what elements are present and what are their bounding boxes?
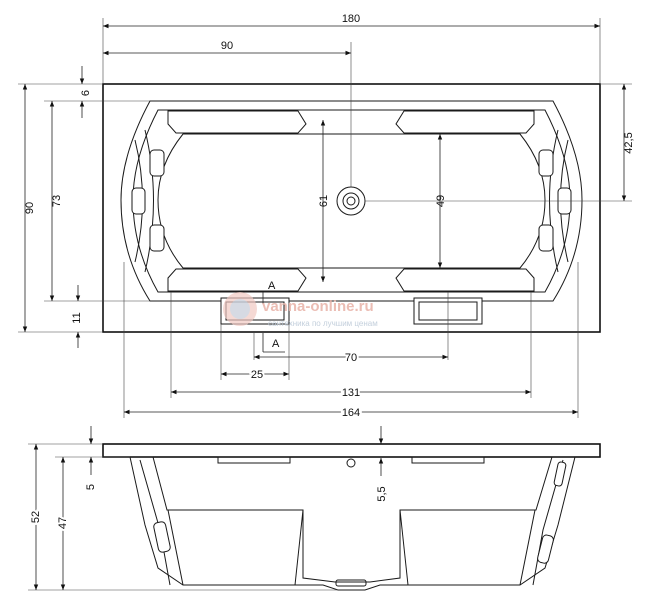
side-jet-left: [153, 521, 171, 553]
dim-label-42-5: 42,5: [623, 132, 635, 153]
side-drain-bottom: [335, 579, 367, 587]
dim-label-164: 164: [342, 407, 360, 419]
dim-label-180: 180: [342, 13, 360, 25]
dim-label-61: 61: [318, 195, 330, 207]
side-drain-icon: [346, 458, 356, 468]
side-body-outline: [129, 456, 576, 591]
dim-label-25: 25: [251, 369, 263, 381]
section-mark-a-bottom: A: [272, 338, 280, 350]
top-view-dimensions: 180 90 90 73 6 11 61 49 42,5: [18, 13, 635, 421]
dim-label-11: 11: [71, 312, 83, 323]
jet-left-middle: [131, 187, 146, 215]
side-jet-right: [537, 534, 554, 564]
dim-label-70: 70: [345, 352, 357, 364]
watermark-logo-icon: [223, 292, 257, 326]
dim-label-5: 5: [85, 484, 97, 490]
section-mark-a-top: A: [268, 280, 276, 292]
side-jet-right-top: [553, 461, 567, 487]
top-view: [102, 83, 601, 333]
armrest-top-right: [395, 110, 535, 134]
drain-outer: [336, 186, 366, 216]
side-rim-recess-right: [411, 456, 485, 464]
armrest-top-left: [167, 110, 307, 134]
drain-inner: [346, 196, 356, 206]
jet-right-upper: [538, 149, 554, 177]
side-view: [102, 443, 601, 591]
dim-label-90-vertical: 90: [24, 202, 36, 214]
dim-label-73: 73: [51, 195, 63, 207]
side-rim-recess-left: [217, 456, 291, 464]
dim-label-47: 47: [57, 517, 69, 529]
dim-label-52: 52: [30, 511, 42, 523]
tub-outer-rim: [102, 83, 601, 333]
left-slope-line-2: [144, 129, 154, 273]
watermark-site: vanna-online.ru: [262, 298, 374, 315]
armrest-bottom-left: [167, 268, 307, 292]
watermark-tagline: сантехника по лучшим ценам: [268, 319, 378, 328]
jet-left-upper: [149, 149, 165, 177]
jet-left-lower: [149, 224, 165, 252]
jet-right-lower: [538, 224, 554, 252]
right-slope-line-2: [549, 129, 559, 273]
basin-inner-outline: [132, 109, 571, 293]
side-view-dimensions: 52 47 5 5,5: [28, 426, 388, 591]
side-rim: [102, 443, 601, 458]
dim-label-6: 6: [80, 90, 92, 96]
drain-middle: [342, 192, 360, 210]
armrest-bottom-right: [395, 268, 535, 292]
basin-outline: [120, 100, 583, 302]
dim-label-5-5: 5,5: [376, 486, 388, 501]
dim-label-90-horizontal: 90: [221, 40, 233, 52]
dim-label-131: 131: [342, 387, 360, 399]
watermark: vanna-online.ru сантехника по лучшим цен…: [223, 292, 378, 328]
